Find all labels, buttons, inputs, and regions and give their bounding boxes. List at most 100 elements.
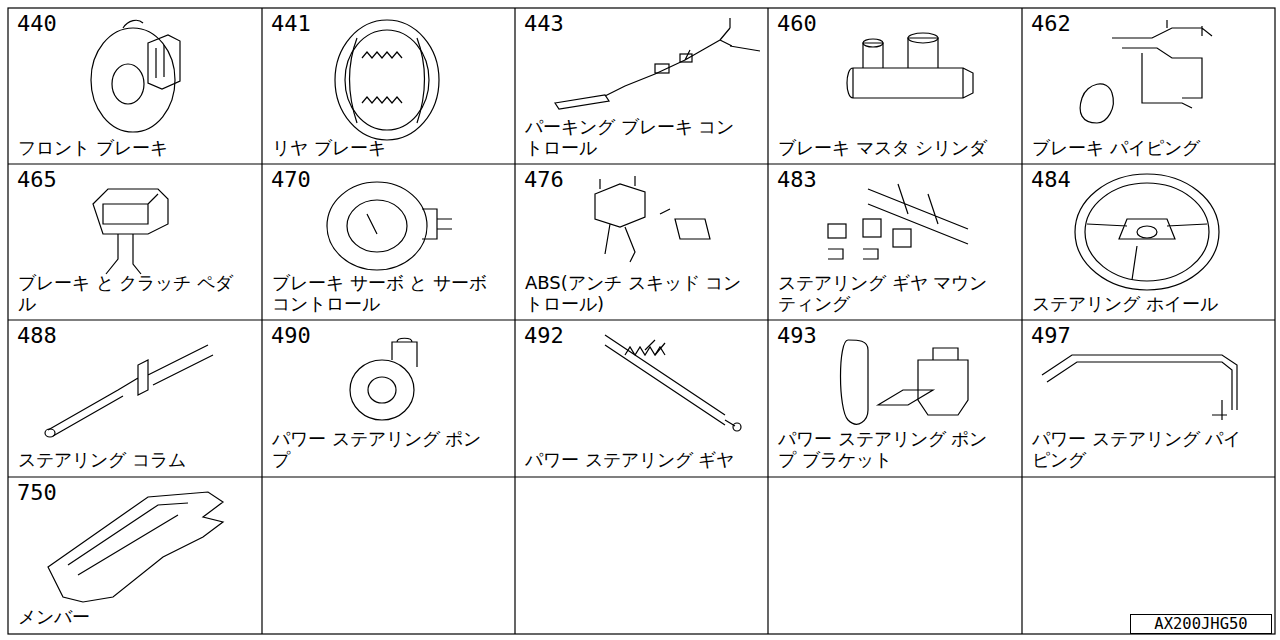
yoke	[45, 429, 55, 437]
rack-housing	[868, 184, 968, 244]
part-name: ステアリング ギヤ マウンティング	[778, 272, 1003, 314]
part-name: フロント ブレーキ	[18, 137, 243, 158]
part-number: 476	[524, 167, 564, 193]
part-number: 483	[777, 167, 817, 193]
part-number: 497	[1031, 323, 1071, 349]
back-plate	[335, 20, 439, 140]
pump-reservoir	[392, 338, 417, 367]
part-name: パワー ステアリング ギヤ	[525, 449, 750, 470]
pipes	[1112, 20, 1212, 108]
parking-brake-figure	[555, 18, 760, 109]
wheel-rim-inner	[1085, 183, 1209, 281]
master-cylinder-figure	[847, 33, 973, 98]
member-figure	[48, 492, 223, 602]
tie-rod-end	[733, 423, 741, 431]
part-name: ブレーキ マスタ シリンダ	[778, 137, 1003, 158]
part-cell: 488ステアリング コラム	[8, 320, 261, 476]
part-name: パワー ステアリング ポンプ ブラケット	[778, 428, 1003, 470]
part-number: 460	[777, 11, 817, 37]
cell-dividers	[8, 8, 1275, 634]
part-name: ブレーキ と クラッチ ペダル	[18, 272, 243, 314]
cylinder-body	[847, 68, 973, 98]
part-number: 470	[271, 167, 311, 193]
part-cell: 492 パワー ステアリング ギヤ	[515, 320, 768, 476]
actuator	[595, 176, 645, 262]
pulley-hub	[368, 377, 396, 403]
ps-pump-figure	[350, 338, 417, 420]
part-cell: 443 パーキング ブレーキ コントロール	[515, 8, 768, 164]
part-cell: 490 パワー ステアリング ポンプ	[262, 320, 515, 476]
lever-cable	[555, 18, 760, 109]
part-name: パワー ステアリング ポンプ	[272, 428, 497, 470]
drawing-code: AX200JHG50	[1131, 615, 1271, 633]
brake-servo-figure	[327, 182, 452, 270]
part-cell: 484 ステアリング ホイール	[1022, 164, 1275, 320]
column-figure	[45, 345, 213, 437]
pump	[918, 348, 968, 415]
ps-piping-figure	[1042, 355, 1237, 420]
spokes	[1087, 219, 1207, 280]
wheel-rim	[1075, 174, 1219, 290]
belt	[841, 340, 869, 424]
part-name: ステアリング コラム	[18, 449, 243, 470]
grid-lines	[8, 8, 1275, 634]
cable-clip	[680, 54, 692, 62]
part-number: 492	[524, 323, 564, 349]
code-box: AX200JHG50	[1130, 614, 1272, 634]
pedal-arms	[106, 234, 141, 274]
abs-unit	[1080, 84, 1113, 123]
servo-pushrod	[367, 209, 452, 239]
control-unit	[660, 209, 710, 239]
part-name: ステアリング ホイール	[1032, 293, 1257, 314]
part-number: 443	[524, 11, 564, 37]
bracket	[878, 390, 933, 405]
abs-figure	[595, 176, 710, 262]
servo-face	[347, 200, 407, 252]
pipes	[1042, 355, 1237, 420]
bushing	[863, 219, 881, 237]
steering-wheel-figure	[1075, 174, 1219, 290]
pump-body	[350, 360, 414, 420]
front-brake-figure	[91, 20, 180, 132]
rack	[605, 335, 735, 426]
rear-brake-figure	[335, 20, 439, 140]
part-cell: 493 パワー ステアリング ポンプ ブラケット	[768, 320, 1021, 476]
part-name: パワー ステアリング パイピング	[1032, 428, 1257, 470]
part-number: 441	[271, 11, 311, 37]
pedal-figure	[93, 189, 168, 274]
hub-hole	[112, 64, 144, 104]
part-name: ABS(アンチ スキッド コントロール)	[525, 272, 750, 314]
part-name: ブレーキ パイピング	[1032, 137, 1257, 158]
part-number: 493	[777, 323, 817, 349]
part-cell: 462 ブレーキ パイピング	[1022, 8, 1275, 164]
part-number: 490	[271, 323, 311, 349]
part-name: メンバー	[18, 606, 243, 627]
part-number: 750	[17, 480, 57, 506]
caliper	[123, 20, 180, 89]
reservoir-cap	[863, 39, 883, 47]
part-number: 484	[1031, 167, 1071, 193]
part-cell: 497 パワー ステアリング パイピング	[1022, 320, 1275, 476]
part-cell: 465ブレーキ と クラッチ ペダル	[8, 164, 261, 320]
part-cell: 441 リヤ ブレーキ	[262, 8, 515, 164]
ps-gear-figure	[605, 335, 741, 431]
part-number: 440	[17, 11, 57, 37]
gear-mounting-figure	[828, 184, 968, 259]
part-cell: 440 フロント ブレーキ	[8, 8, 261, 164]
outer-frame	[8, 8, 1275, 634]
part-cell: 460 ブレーキ マスタ シリンダ	[768, 8, 1021, 164]
brake-piping-figure	[1080, 20, 1212, 123]
member-frame	[48, 492, 223, 602]
reservoir-cap	[908, 33, 938, 43]
cable-clip	[655, 64, 669, 73]
pump-bracket-figure	[841, 340, 969, 424]
part-number: 462	[1031, 11, 1071, 37]
shoes-springs	[350, 38, 425, 123]
part-cell: 750 メンバー	[8, 477, 261, 633]
part-name: パーキング ブレーキ コントロール	[525, 116, 750, 158]
part-name: ブレーキ サーボ と サーボ コントロール	[272, 272, 497, 314]
bracket	[828, 224, 846, 238]
clamp	[828, 249, 878, 259]
part-name: リヤ ブレーキ	[272, 137, 497, 158]
